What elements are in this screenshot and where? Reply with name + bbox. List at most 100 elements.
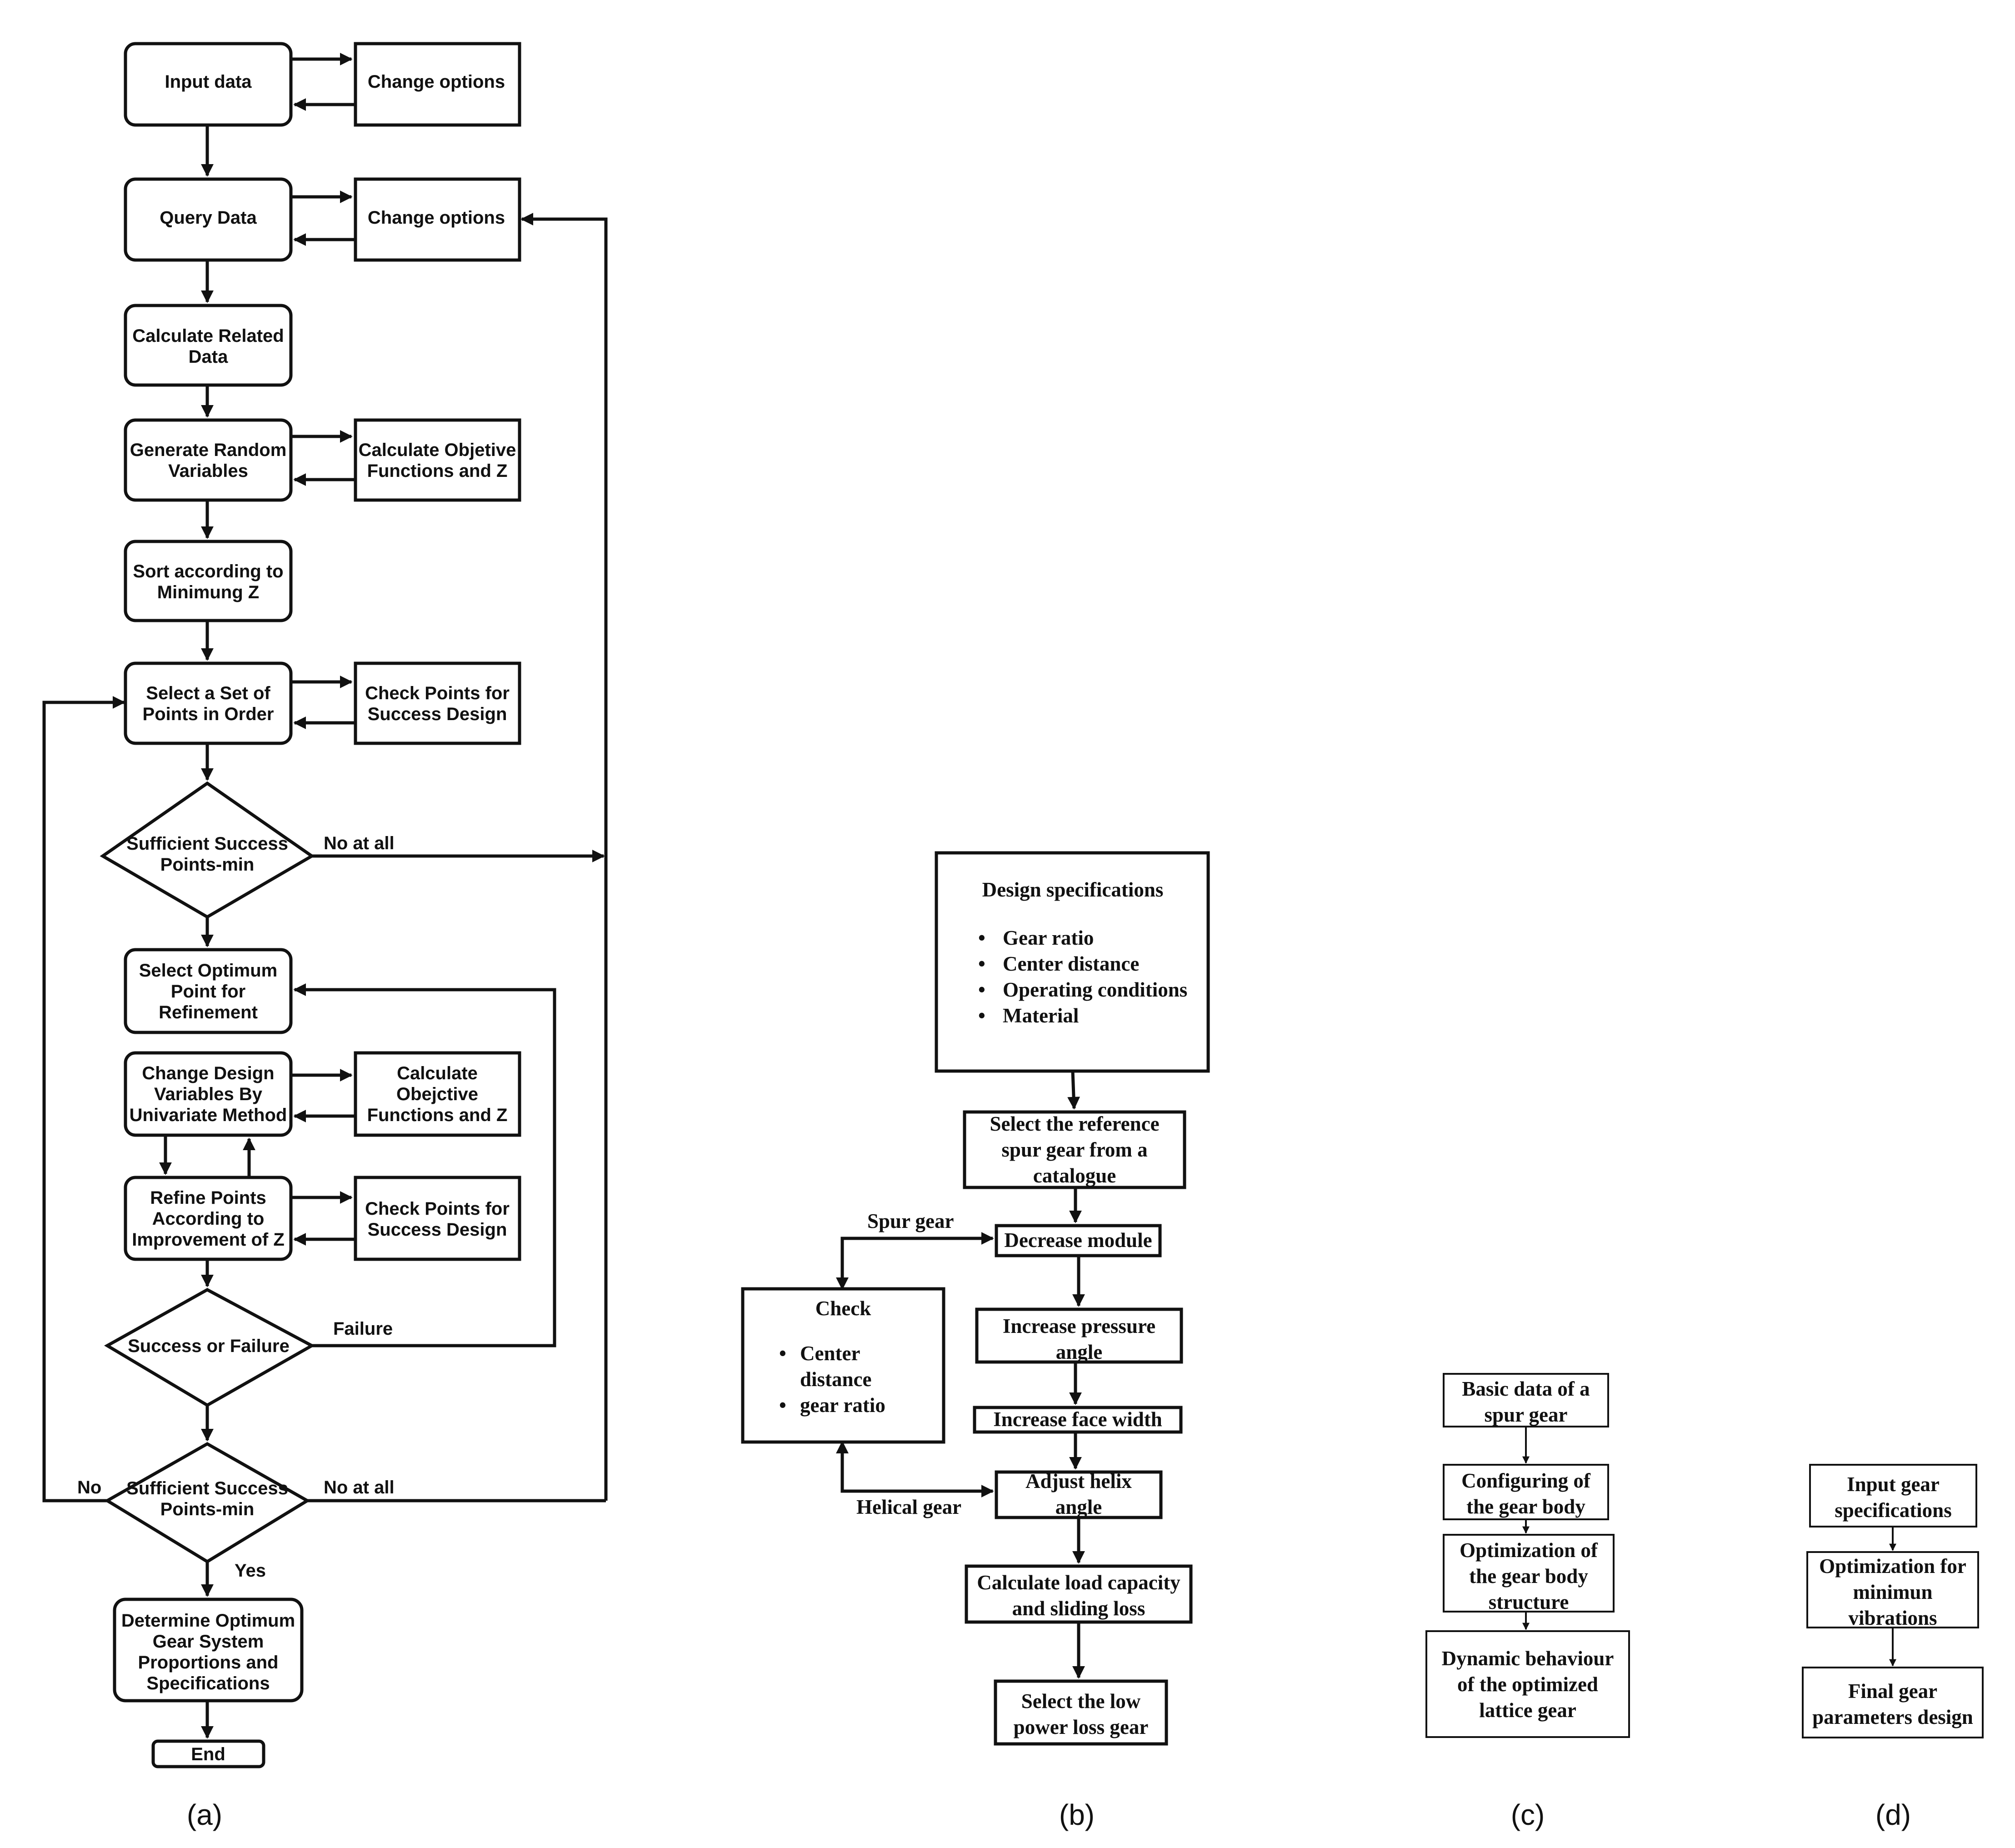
check-points-box-2: Check Points for Success Design [354, 1176, 521, 1261]
success-or-failure-label: Success or Failure [128, 1336, 290, 1356]
change-design-line-1: Change Design [142, 1063, 274, 1083]
dynamic-line-2: of the optimized [1457, 1673, 1598, 1696]
select-reference-line-3: catalogue [1033, 1164, 1116, 1187]
calculate-load-line-2: and sliding loss [1012, 1597, 1145, 1620]
panel-c: Basic data of a spur gear Configuring of… [1425, 1373, 1630, 1831]
input-data-box: Input data [124, 42, 293, 127]
refine-points-line-1: Refine Points [150, 1188, 266, 1208]
no-at-all-label-1: No at all [324, 833, 395, 853]
check-bullet: • [779, 1394, 786, 1417]
final-gear-line-2: parameters design [1812, 1706, 1973, 1728]
determine-line-4: Specifications [146, 1673, 270, 1693]
generate-random-line-1: Generate Random [130, 440, 287, 460]
decrease-module-label: Decrease module [1004, 1229, 1152, 1252]
success-or-failure-decision: Success or Failure [104, 1288, 315, 1407]
input-data-label: Input data [165, 72, 252, 92]
decrease-module-box: Decrease module [995, 1224, 1162, 1257]
design-spec-title: Design specifications [982, 878, 1164, 901]
final-gear-line-1: Final gear [1848, 1680, 1937, 1703]
sufficient-1-line-1: Sufficient Success [126, 834, 288, 854]
design-spec-bullet: • [978, 978, 985, 1001]
select-optimum-line-3: Refinement [159, 1002, 258, 1022]
basic-data-line-2: spur gear [1485, 1403, 1568, 1426]
increase-pressure-angle-box: Increase pressure angle [975, 1307, 1183, 1364]
panel-a-caption: (a) [187, 1798, 222, 1831]
calculate-objective-box-2: Calculate Obejctive Functions and Z [354, 1051, 521, 1137]
panel-a-connectors [42, 53, 608, 1739]
calculate-objective-1-line-1: Calculate Objetive [359, 440, 516, 460]
optimization-gear-body-box: Optimization of the gear body structure [1443, 1534, 1615, 1613]
input-gear-specifications-box: Input gear specifications [1809, 1464, 1977, 1527]
calculate-related-data-box: Calculate Related Data [124, 304, 293, 387]
optimization-c-line-1: Optimization of [1460, 1539, 1598, 1562]
change-options-2-label: Change options [368, 208, 505, 228]
optimization-c-line-3: structure [1489, 1591, 1569, 1613]
calculate-objective-box-1: Calculate Objetive Functions and Z [354, 418, 521, 502]
increase-pressure-line-1: Increase pressure [1003, 1315, 1155, 1337]
select-set-of-points-box: Select a Set of Points in Order [124, 661, 293, 745]
select-low-line-1: Select the low [1021, 1690, 1141, 1713]
panel-d-caption: (d) [1875, 1798, 1911, 1831]
select-reference-line-1: Select the reference [990, 1112, 1159, 1135]
calculate-objective-2-line-3: Functions and Z [367, 1105, 508, 1125]
optimization-d-line-3: vibrations [1848, 1607, 1937, 1629]
determine-optimum-box: Determine Optimum Gear System Proportion… [113, 1598, 304, 1703]
sufficient-success-decision-1: Sufficient Success Points-min [100, 781, 315, 919]
panel-a: Input data Change options Query Data Cha… [42, 42, 608, 1831]
determine-line-3: Proportions and [138, 1653, 279, 1673]
select-optimum-line-1: Select Optimum [139, 961, 278, 981]
no-label: No [77, 1477, 101, 1497]
select-low-power-loss-box: Select the low power loss gear [994, 1679, 1168, 1746]
adjust-helix-line-2: angle [1055, 1496, 1102, 1518]
spur-gear-label: Spur gear [867, 1210, 954, 1232]
change-design-line-2: Variables By [154, 1084, 263, 1104]
dynamic-behaviour-box: Dynamic behaviour of the optimized latti… [1425, 1630, 1630, 1738]
sufficient-success-decision-2: Sufficient Success Points-min [104, 1442, 310, 1564]
query-data-label: Query Data [160, 208, 257, 228]
calculate-objective-1-line-2: Functions and Z [367, 461, 508, 481]
panel-c-caption: (c) [1511, 1798, 1545, 1831]
select-reference-gear-box: Select the reference spur gear from a ca… [963, 1110, 1186, 1189]
design-spec-bullet: • [978, 1004, 985, 1027]
design-spec-bullet: • [978, 952, 985, 975]
configuring-gear-body-box: Configuring of the gear body [1443, 1464, 1609, 1520]
increase-face-width-box: Increase face width [973, 1406, 1183, 1434]
check-item-1: Center [800, 1342, 860, 1365]
change-options-1-label: Change options [368, 72, 505, 92]
query-data-box: Query Data [124, 177, 293, 262]
generate-random-variables-box: Generate Random Variables [124, 418, 293, 502]
sufficient-2-line-2: Points-min [160, 1499, 255, 1519]
design-spec-item-4: Material [1003, 1004, 1079, 1027]
sort-line-2: Minimung Z [157, 582, 259, 602]
generate-random-line-2: Variables [168, 461, 248, 481]
configuring-line-2: the gear body [1466, 1495, 1585, 1518]
failure-label: Failure [333, 1319, 393, 1339]
select-optimum-point-box: Select Optimum Point for Refinement [124, 948, 293, 1034]
design-spec-bullet: • [978, 927, 985, 949]
check-points-2-line-1: Check Points for [365, 1199, 510, 1219]
check-item-2: distance [800, 1368, 872, 1391]
change-design-variables-box: Change Design Variables By Univariate Me… [124, 1051, 293, 1137]
basic-data-line-1: Basic data of a [1462, 1377, 1590, 1400]
select-low-line-2: power loss gear [1014, 1716, 1149, 1738]
optimization-vibrations-box: Optimization for minimun vibrations [1806, 1551, 1979, 1629]
panel-d: Input gear specifications Optimization f… [1802, 1464, 1984, 1831]
configuring-line-1: Configuring of [1461, 1469, 1591, 1492]
increase-pressure-line-2: angle [1056, 1341, 1103, 1363]
check-points-1-line-2: Success Design [368, 704, 507, 724]
refine-points-box: Refine Points According to Improvement o… [124, 1176, 293, 1261]
yes-label: Yes [235, 1561, 266, 1581]
input-gear-line-2: specifications [1835, 1499, 1951, 1522]
check-points-1-line-1: Check Points for [365, 683, 510, 703]
panel-b: Design specifications • Gear ratio • Cen… [741, 851, 1210, 1831]
calculate-objective-2-line-1: Calculate [397, 1063, 478, 1083]
optimization-d-line-1: Optimization for [1819, 1555, 1966, 1578]
refine-points-line-2: According to [152, 1209, 265, 1229]
end-label: End [191, 1744, 225, 1764]
dynamic-line-1: Dynamic behaviour [1442, 1647, 1614, 1670]
change-options-box-2: Change options [354, 177, 521, 262]
sufficient-1-line-2: Points-min [160, 855, 255, 875]
select-reference-line-2: spur gear from a [1001, 1138, 1147, 1161]
sufficient-2-line-1: Sufficient Success [126, 1478, 288, 1498]
